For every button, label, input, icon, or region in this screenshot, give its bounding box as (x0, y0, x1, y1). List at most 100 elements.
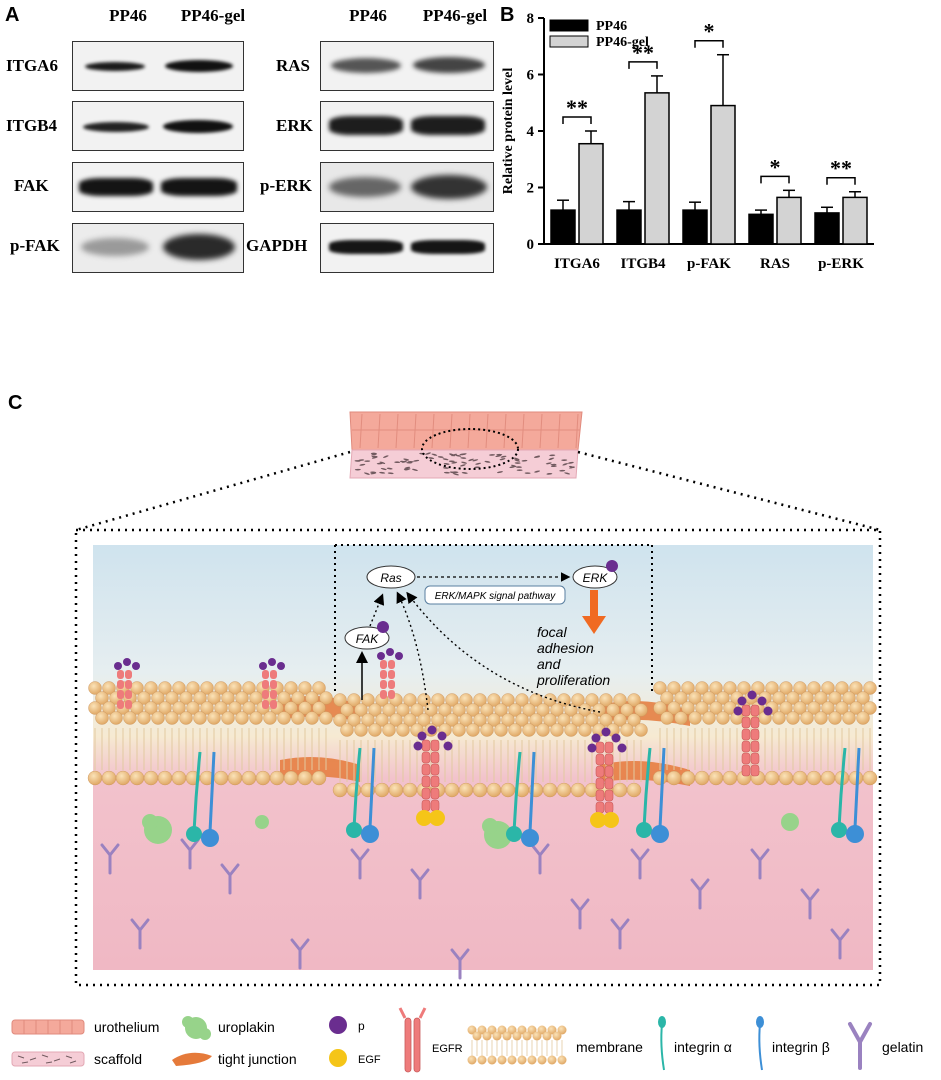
bar (682, 209, 708, 245)
significance-bracket (628, 61, 658, 69)
x-tick-label: p-ERK (818, 256, 864, 272)
blot-fak (72, 162, 244, 212)
legend-egf-icon (329, 1049, 347, 1067)
egfr-receptor (114, 658, 140, 709)
significance-bracket (694, 39, 724, 48)
significance-bracket (562, 116, 592, 124)
y-tick-label: 4 (527, 124, 535, 140)
svg-text:ERK: ERK (583, 571, 609, 585)
blot-row-label: ERK (276, 116, 313, 135)
y-tick-label: 2 (527, 181, 535, 197)
blot-column-header: PP46-gel (422, 6, 488, 25)
legend-scaffold-label: scaffold (94, 1051, 142, 1067)
legend-egfr-label: EGFR (432, 1043, 463, 1055)
legend-tight-junction-icon (172, 1052, 212, 1066)
x-tick-label: ITGB4 (620, 256, 666, 272)
legend-swatch (549, 19, 589, 32)
legend-gelatin-label: gelatin (882, 1039, 923, 1055)
blot-column-header: PP46 (349, 6, 387, 25)
legend-integrin-alpha-label: integrin α (674, 1039, 732, 1055)
legend-integrin-beta-icon (756, 1016, 764, 1071)
significance-bracket (760, 175, 790, 184)
bar (644, 92, 670, 245)
blot-row-label: RAS (276, 56, 311, 75)
blot-column-header: PP46-gel (180, 6, 246, 25)
blot-row-label: ITGB4 (6, 116, 58, 135)
legend-tight-junction-label: tight junction (218, 1051, 297, 1067)
significance-marker: ** (830, 156, 852, 181)
svg-text:focal: focal (537, 624, 567, 640)
integrin-pair (506, 751, 539, 847)
blot-column-header: PP46 (109, 6, 147, 25)
legend-egfr-icon (398, 1007, 427, 1073)
legend-membrane-icon (467, 1025, 567, 1065)
y-tick-label: 6 (527, 68, 535, 84)
bar (748, 213, 774, 245)
panel-b-letter: B (500, 4, 515, 26)
significance-marker: ** (632, 40, 654, 65)
panel-c-letter: C (8, 392, 23, 414)
legend-scaffold-icon (11, 1051, 85, 1067)
egfr-receptor (733, 690, 773, 777)
integrin-pair (186, 751, 219, 847)
legend-uroplakin-label: uroplakin (218, 1019, 275, 1035)
y-tick-label: 8 (527, 11, 535, 27)
tissue-block (349, 411, 583, 479)
y-axis-label: Relative protein level (501, 68, 516, 195)
egfr-receptor (413, 725, 453, 826)
bar (776, 196, 802, 245)
x-tick-label: p-FAK (687, 256, 731, 272)
blot-itga6 (72, 41, 244, 91)
blot-erk (320, 101, 494, 151)
svg-text:ERK/MAPK signal pathway: ERK/MAPK signal pathway (435, 591, 557, 602)
legend-uroplakin-icon (182, 1016, 211, 1040)
legend-entry: PP46-gel (596, 35, 649, 50)
blot-row-label: FAK (14, 176, 49, 195)
legend-entry: PP46 (596, 19, 627, 34)
egfr-receptor (259, 658, 285, 709)
legend-integrin-beta-label: integrin β (772, 1039, 830, 1055)
legend-p-icon (329, 1016, 347, 1034)
legend-swatch (549, 35, 589, 48)
signal-pathway: Ras ERK FAK ERK/MAPK signal pathway foca… (344, 560, 618, 713)
blot-p-fak (72, 223, 244, 273)
bar (842, 196, 868, 245)
legend-membrane-label: membrane (576, 1039, 643, 1055)
legend-egf-label: EGF (358, 1054, 381, 1066)
bar (710, 104, 736, 245)
significance-bracket (826, 176, 856, 185)
bar (550, 209, 576, 245)
bar (616, 209, 642, 245)
mechanism-illustration: Ras ERK FAK ERK/MAPK signal pathway foca… (11, 411, 923, 1073)
panel-a-letter: A (5, 4, 20, 26)
integrin-pair (831, 747, 864, 843)
integrin-pair (636, 747, 669, 843)
legend-gelatin-icon (848, 1022, 872, 1070)
uroplakin-clusters (142, 813, 799, 849)
legend-p-label: p (358, 1019, 365, 1033)
blot-row-label: ITGA6 (6, 56, 58, 75)
legend: urothelium scaffold uroplakin tight junc… (11, 1007, 923, 1073)
blot-ras (320, 41, 494, 91)
svg-text:Ras: Ras (380, 571, 401, 585)
integrin-pair (346, 747, 379, 843)
svg-text:proliferation: proliferation (536, 672, 610, 688)
blot-row-label: p-ERK (260, 176, 312, 195)
x-tick-label: RAS (760, 256, 790, 272)
significance-marker: ** (566, 95, 588, 120)
blot-p-erk (320, 162, 494, 212)
egfr-receptor (587, 727, 627, 828)
svg-text:FAK: FAK (356, 632, 379, 646)
blot-itgb4 (72, 101, 244, 151)
significance-marker: * (770, 154, 781, 179)
svg-text:and: and (537, 656, 562, 672)
egfr-receptor (377, 648, 403, 699)
legend-urothelium-label: urothelium (94, 1019, 159, 1035)
significance-marker: * (704, 19, 715, 44)
y-tick-label: 0 (527, 237, 535, 253)
blot-gapdh (320, 223, 494, 273)
legend-urothelium-icon (11, 1019, 85, 1035)
gelatin-molecules (100, 838, 850, 980)
legend-integrin-alpha-icon (658, 1016, 666, 1071)
